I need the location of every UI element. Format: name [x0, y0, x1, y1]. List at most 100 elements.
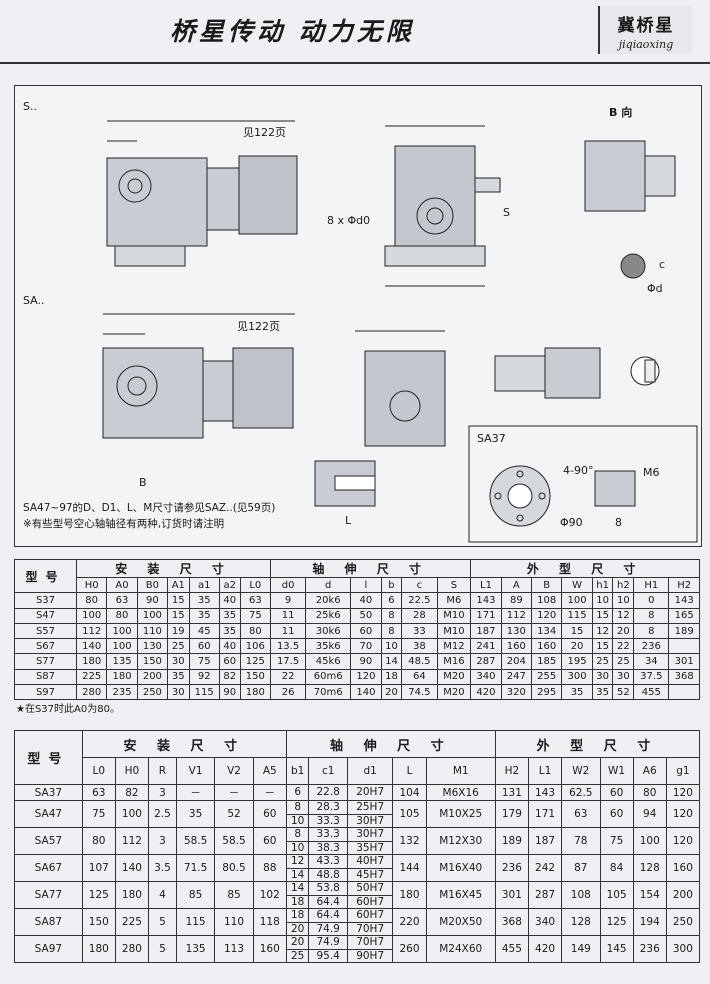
value-cell: 60 [218, 653, 241, 670]
col-group-outline: 外 型 尺 寸 [470, 559, 700, 578]
value-cell: 63 [561, 800, 601, 828]
split-value: 18 [290, 909, 305, 921]
value-cell: 100 [75, 607, 108, 624]
value-cell: 26 [269, 684, 307, 701]
value-cell: 154 [632, 881, 667, 909]
value-cell: 115 [561, 607, 593, 624]
value-cell: 8 [633, 607, 670, 624]
col-header-a2: a2 [218, 576, 241, 594]
value-cell: 71.5 [175, 854, 216, 882]
value-cell: 247 [500, 668, 533, 686]
value-cell: 5 [148, 935, 177, 963]
col-header-w2: W2 [561, 757, 601, 785]
split-value: 8 [294, 828, 301, 840]
value-cell: 108 [531, 592, 563, 609]
col-header-g1: g1 [665, 757, 701, 785]
value-cell: 17.5 [269, 653, 307, 670]
value-cell: 287 [470, 653, 502, 670]
value-cell: 80 [106, 607, 138, 624]
col-header-h2: h2 [612, 576, 635, 594]
value-cell: M24X60 [425, 935, 496, 963]
value-cell [668, 684, 700, 701]
value-cell: 125 [239, 653, 272, 670]
value-cell: 280 [114, 935, 150, 963]
value-cell: 300 [561, 668, 593, 686]
value-cell: 241 [470, 638, 502, 655]
value-cell: 143 [470, 592, 502, 609]
brand-logo: 冀桥星 jiqiaoxing [598, 6, 692, 54]
value-cell: 62.5 [561, 784, 601, 801]
value-cell: 140 [350, 684, 382, 701]
value-cell: 70 [350, 638, 382, 655]
value-cell: 250 [136, 684, 169, 701]
value-cell: 250 [665, 908, 701, 936]
value-cell: 40 [218, 638, 241, 655]
value-cell: 132 [392, 827, 427, 855]
value-cell: 301 [494, 881, 529, 909]
col-header-h1: H1 [633, 576, 670, 594]
split-value: 35H7 [347, 840, 393, 855]
model-cell: S37 [14, 592, 77, 609]
value-cell: 12 [612, 607, 635, 624]
value-cell: 19 [167, 622, 190, 640]
value-cell: 171 [470, 607, 502, 624]
value-cell: 35 [218, 607, 241, 624]
value-cell: 260 [392, 935, 427, 963]
value-cell: 35 [561, 684, 593, 701]
value-cell: M16X40 [425, 854, 496, 882]
value-cell: 255 [531, 668, 563, 686]
model-cell: SA77 [14, 881, 83, 909]
value-cell: 22 [269, 668, 307, 686]
label-key: 8 x Φd0 [327, 214, 371, 227]
value-cell: 15 [167, 592, 190, 609]
value-cell: 108 [561, 881, 601, 909]
value-cell: 50 [350, 607, 382, 624]
value-cell: 120 [350, 668, 382, 686]
value-cell: 63 [239, 592, 272, 609]
col-header-h1: h1 [591, 576, 614, 594]
label-sa37: SA37 [477, 432, 506, 445]
value-cell: 85 [214, 881, 254, 909]
split-value: 40H7 [356, 855, 385, 867]
value-cell: 30 [591, 668, 614, 686]
value-cell: 8 [380, 607, 403, 624]
value-cell: 14 [380, 653, 403, 670]
value-cell: 130 [500, 622, 533, 640]
value-cell: 60 [252, 827, 287, 855]
value-cell: 236 [633, 638, 670, 655]
split-value: 25 [286, 948, 309, 963]
value-cell: 280 [75, 684, 108, 701]
value-cell: 140 [75, 638, 108, 655]
value-cell: 20 [561, 638, 593, 655]
value-cell: 28 [401, 607, 438, 624]
value-cell: 80 [239, 622, 272, 640]
col-header-b: b [380, 576, 403, 594]
split-value: 74.9 [316, 936, 340, 948]
model-cell: SA57 [14, 827, 83, 855]
value-cell: 92 [188, 668, 220, 686]
value-cell: 144 [392, 854, 427, 882]
col-header-l1: L1 [470, 576, 502, 594]
value-cell: 368 [668, 668, 700, 686]
value-cell: 70m6 [305, 684, 352, 701]
value-cell: 128 [561, 908, 601, 936]
split-value: 30H7 [356, 828, 385, 840]
value-cell: 368 [494, 908, 529, 936]
value-cell: 180 [81, 935, 116, 963]
value-cell: 52 [612, 684, 635, 701]
label-s: S [503, 206, 510, 219]
hollow-shaft-detail [494, 347, 660, 399]
value-cell: 135 [175, 935, 216, 963]
table1-footnote: ★在S37时此A0为80。 [16, 704, 120, 715]
value-cell: 200 [136, 668, 169, 686]
value-cell: 2.5 [148, 800, 177, 828]
value-cell: 30 [612, 668, 635, 686]
